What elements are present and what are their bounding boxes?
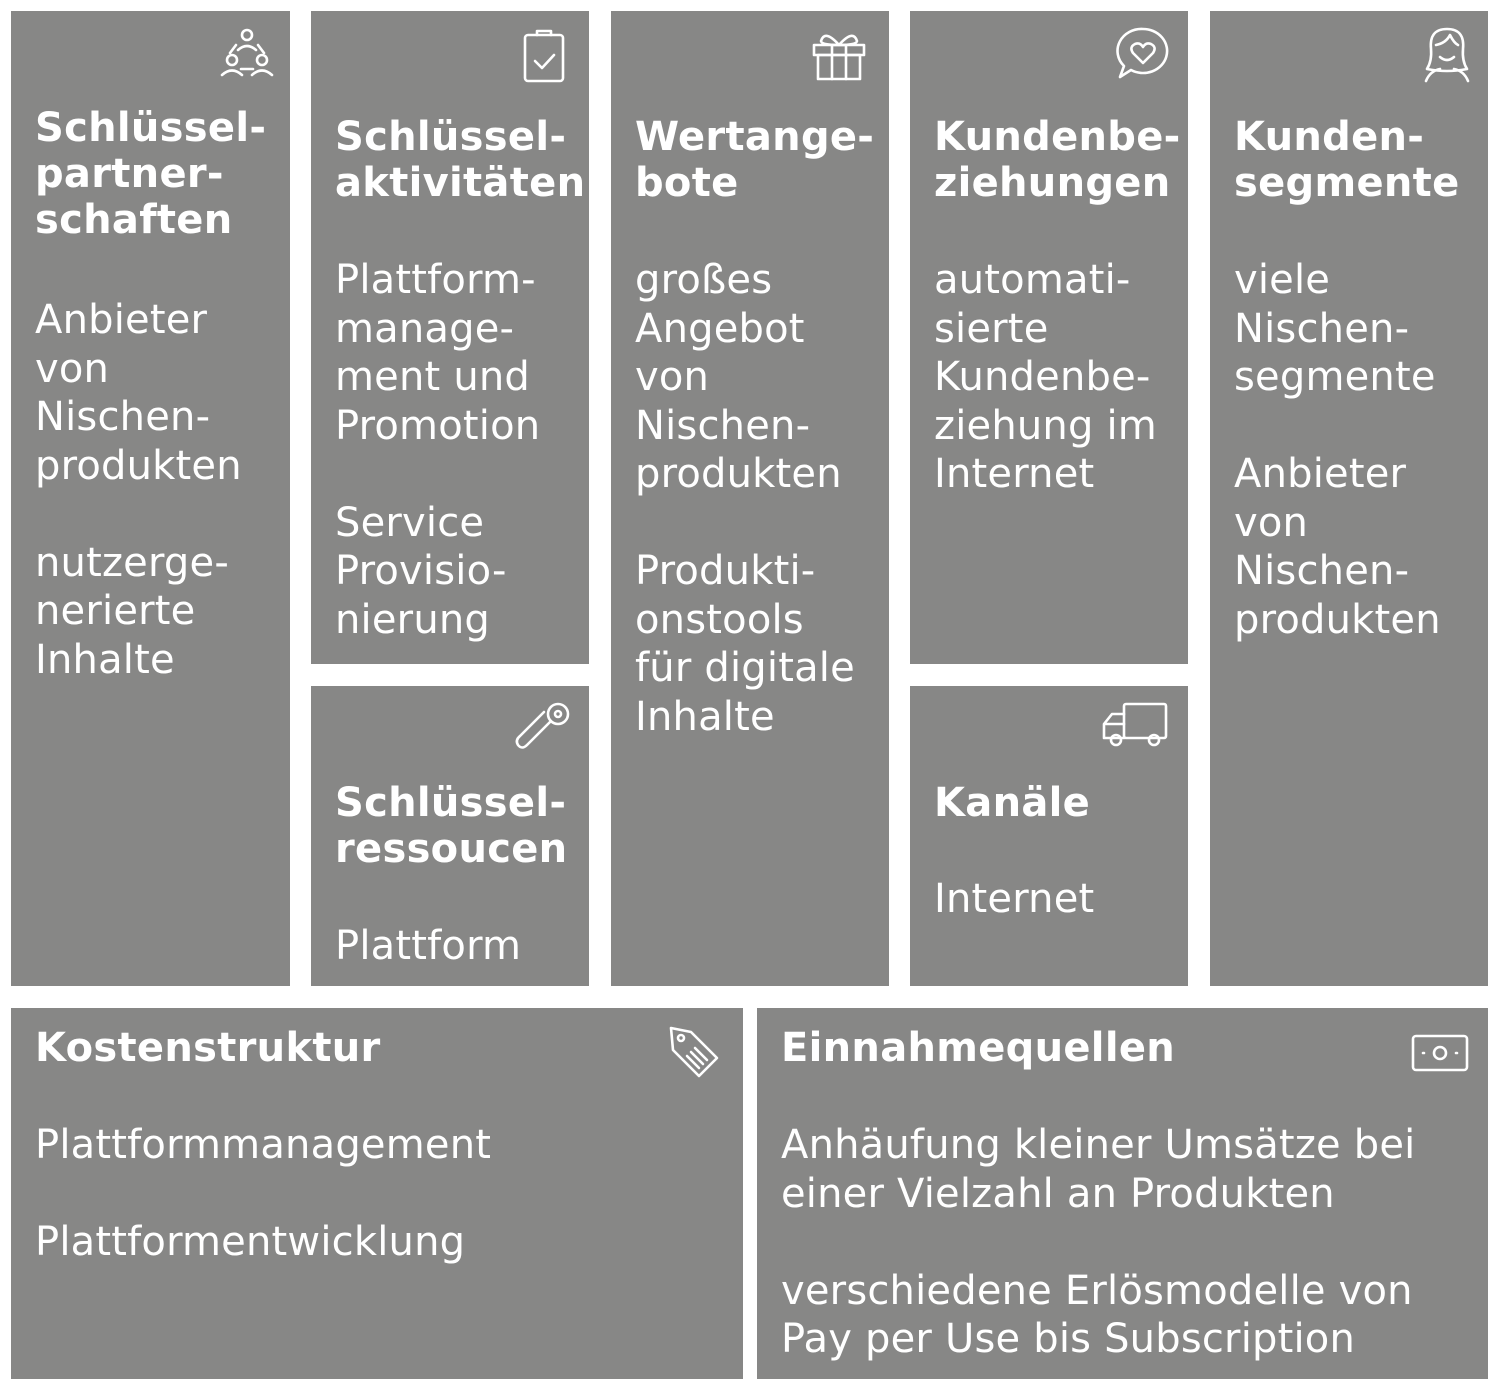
card-title: Schlüssel- ressoucen xyxy=(335,780,568,872)
card-revenue-streams: Einnahmequellen Anhäufung kleiner Umsätz… xyxy=(757,1008,1488,1379)
price-tag-icon xyxy=(663,1022,725,1084)
card-body: Anhäufung kleiner Umsätze bei einer Viel… xyxy=(781,1122,1416,1362)
person-icon xyxy=(1416,23,1478,85)
truck-icon xyxy=(1100,692,1170,754)
card-title: Kunden- segmente xyxy=(1234,114,1460,206)
card-title: Kanäle xyxy=(934,780,1091,826)
card-customer-relationships: Kundenbe- ziehungen automati- sierte Kun… xyxy=(910,11,1188,664)
card-key-partners: Schlüssel- partner- schaften Anbieter vo… xyxy=(11,11,290,986)
gift-icon xyxy=(808,23,870,85)
card-channels: Kanäle Internet xyxy=(910,686,1188,986)
card-title: Kostenstruktur xyxy=(35,1025,381,1071)
card-key-resources: Schlüssel- ressoucen Plattform xyxy=(311,686,589,986)
card-customer-segments: Kunden- segmente viele Nischen- segmente… xyxy=(1210,11,1488,986)
card-body: Plattformmanagement Plattformentwicklung xyxy=(35,1122,492,1265)
card-body: Plattform xyxy=(335,923,522,969)
safety-pin-icon xyxy=(513,696,575,758)
card-title: Einnahmequellen xyxy=(781,1025,1176,1071)
card-title: Schlüssel- partner- schaften xyxy=(35,105,267,243)
card-cost-structure: Kostenstruktur Plattformmanagement Platt… xyxy=(11,1008,743,1379)
card-value-propositions: Wertange- bote großes Angebot von Nische… xyxy=(611,11,889,986)
heart-speech-icon xyxy=(1112,23,1174,85)
card-body: automati- sierte Kundenbe- ziehung im In… xyxy=(934,257,1157,497)
card-title: Schlüssel- aktivitäten xyxy=(335,114,586,206)
card-body: Plattform- manage- ment und Promotion Se… xyxy=(335,257,541,643)
card-key-activities: Schlüssel- aktivitäten Plattform- manage… xyxy=(311,11,589,664)
card-title: Kundenbe- ziehungen xyxy=(934,114,1181,206)
card-body: großes Angebot von Nischen- produkten Pr… xyxy=(635,257,855,740)
money-icon xyxy=(1409,1022,1471,1084)
card-body: viele Nischen- segmente Anbieter von Nis… xyxy=(1234,257,1441,643)
card-body: Anbieter von Nischen- produkten nutzerge… xyxy=(35,297,242,683)
card-body: Internet xyxy=(934,876,1095,922)
clipboard-check-icon xyxy=(513,25,575,87)
people-network-icon xyxy=(216,23,278,85)
card-title: Wertange- bote xyxy=(635,114,875,206)
